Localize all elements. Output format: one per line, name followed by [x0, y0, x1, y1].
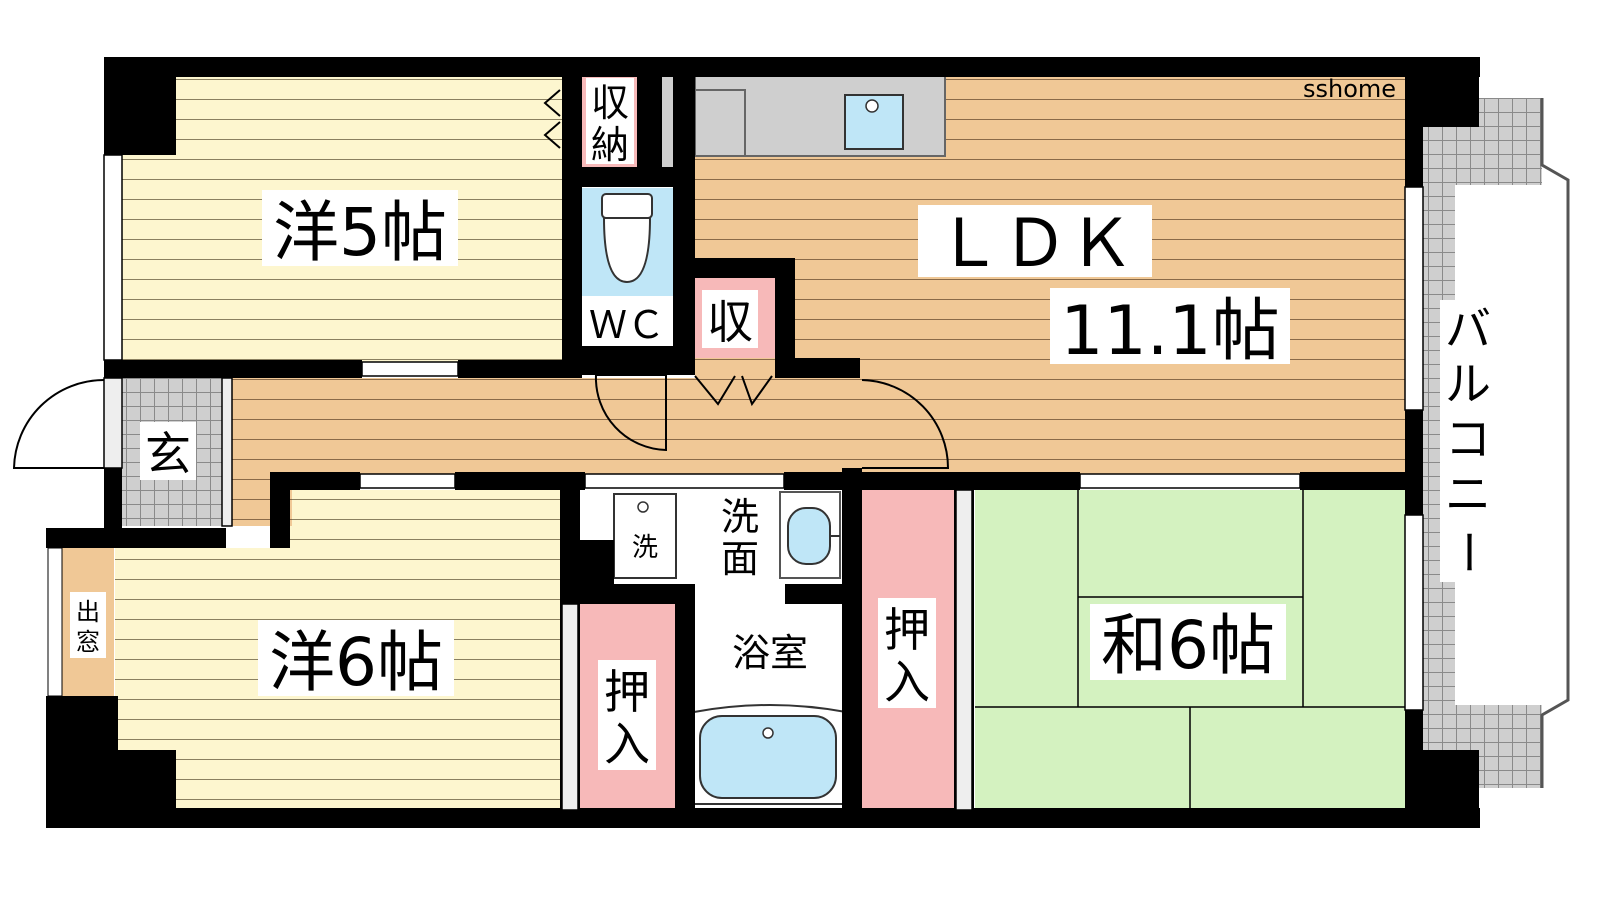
closet-japanese-label-1: 押 — [884, 603, 930, 657]
western-room-5-label: 洋5帖 — [273, 194, 447, 271]
windows — [103, 154, 1424, 811]
japanese-room-label: 和6帖 — [1101, 607, 1275, 684]
storage-upper-label-1: 収 — [591, 81, 629, 125]
washroom-label-2: 面 — [721, 537, 759, 581]
storage-upper-label-2: 納 — [591, 123, 629, 167]
closet-center-label-2: 入 — [604, 717, 650, 771]
storage-small-label: 収 — [707, 295, 753, 349]
washer-label: 洗 — [632, 533, 658, 563]
watermark: sshome — [1303, 75, 1396, 103]
wc-label: ＷＣ — [589, 303, 665, 347]
washing-machine — [613, 493, 677, 579]
entrance-label: 玄 — [145, 427, 191, 481]
balcony-label-char-4: ニ — [1445, 467, 1491, 521]
western-room-6-label: 洋6帖 — [269, 624, 443, 701]
closet-center-label-1: 押 — [604, 665, 650, 719]
walls — [46, 57, 1480, 828]
bath-label: 浴室 — [732, 631, 808, 675]
balcony-label-char-2: ル — [1445, 357, 1491, 411]
wash-basin — [779, 491, 841, 579]
ldk-size-label: 11.1帖 — [1060, 292, 1279, 371]
kitchen-counter — [694, 75, 946, 157]
balcony-label-char-3: コ — [1445, 412, 1491, 466]
closet-japanese-label-2: 入 — [884, 655, 930, 709]
tatami-lines — [975, 490, 1405, 810]
bay-window-label-1: 出 — [76, 598, 100, 626]
balcony-label-char-5: ー — [1441, 529, 1495, 575]
toilet — [601, 193, 653, 284]
bathtub — [693, 704, 847, 805]
ldk-label: ＬＤＫ — [936, 205, 1134, 282]
doors — [12, 89, 950, 469]
balcony-label-char-1: バ — [1445, 302, 1491, 356]
washroom-label-1: 洗 — [721, 495, 759, 539]
bay-window-label-2: 窓 — [76, 628, 100, 656]
